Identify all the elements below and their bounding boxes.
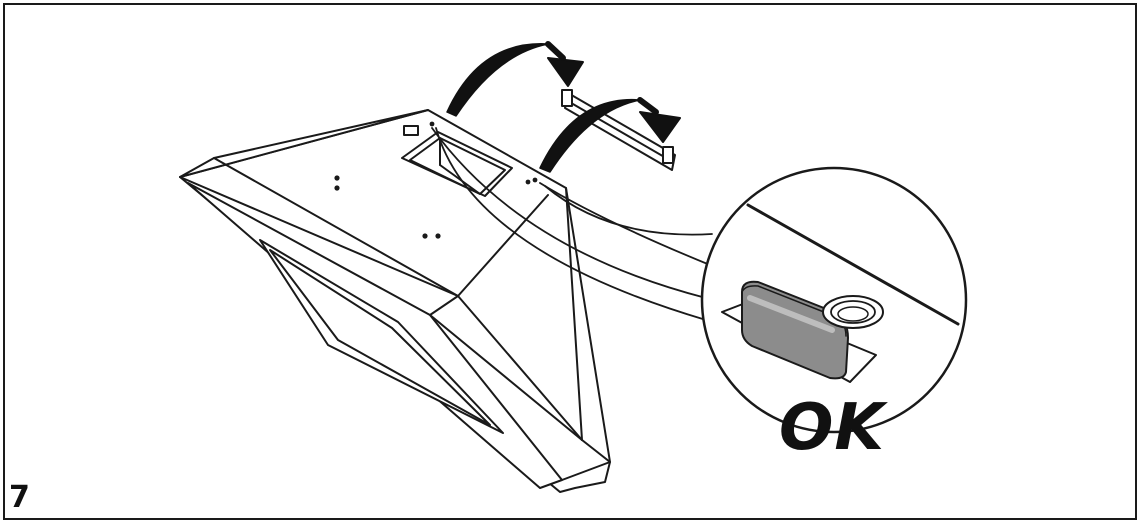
step-number: 7	[9, 480, 30, 515]
washer	[822, 295, 884, 329]
magnifier-circle-icon	[700, 166, 968, 434]
ok-label: OK	[779, 391, 885, 465]
detail-leader-lines	[431, 127, 713, 321]
top-opening	[401, 125, 513, 197]
hood-body	[179, 109, 611, 493]
screw-holes	[334, 121, 538, 239]
curved-arrow-icon	[446, 41, 584, 117]
curved-arrow-icon	[539, 97, 681, 173]
